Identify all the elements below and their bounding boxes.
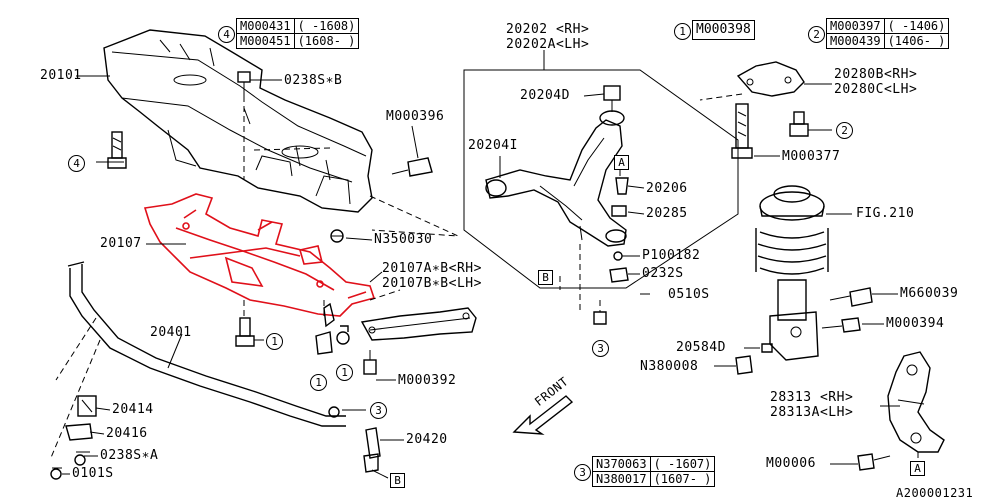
arm-bracket-drawing	[731, 61, 809, 159]
label-m660039: M660039	[900, 286, 959, 301]
label-20416: 20416	[106, 426, 148, 441]
label-28313a: 28313A<LH>	[770, 405, 854, 420]
table-cell: N380017	[592, 471, 651, 487]
table-row: M000451 (1608- )	[236, 33, 360, 49]
bolts-left	[107, 71, 433, 375]
label-20420: 20420	[406, 432, 448, 447]
table-key-2: M000397 ( -1406) M000439 (1406- )	[826, 18, 950, 49]
label-20280c: 20280C<LH>	[834, 82, 918, 97]
label-m000377: M000377	[782, 149, 841, 164]
table-row: M000439 (1406- )	[826, 33, 950, 49]
marker-4-key: 4	[218, 26, 235, 43]
table-key-3: N370063 ( -1607) N380017 (1607- )	[592, 456, 716, 487]
label-m000392: M000392	[398, 373, 457, 388]
table-row: M000398	[692, 20, 755, 40]
label-0101s: 0101S	[72, 466, 114, 481]
table-row: M000431 ( -1608)	[236, 18, 360, 34]
bracket-drawing	[360, 307, 477, 341]
table-cell: M000451	[236, 33, 295, 49]
table-cell: ( -1608)	[293, 18, 360, 34]
label-20401: 20401	[150, 325, 192, 340]
marker-1: 1	[310, 374, 327, 391]
table-cell: ( -1607)	[649, 456, 716, 472]
stabilizer-bar-drawing	[49, 261, 381, 480]
table-cell: (1608- )	[293, 33, 360, 49]
label-20107a: 20107A∗B<RH>	[382, 261, 482, 276]
label-p100182: P100182	[642, 248, 701, 263]
table-cell: M000431	[236, 18, 295, 34]
diagram-id: A200001231	[896, 486, 974, 500]
marker-b: B	[390, 473, 405, 488]
label-20202a: 20202A<LH>	[506, 37, 590, 52]
marker-2-key: 2	[808, 26, 825, 43]
marker-1-key: 1	[674, 23, 691, 40]
label-20101: 20101	[40, 68, 82, 83]
label-20280b: 20280B<RH>	[834, 67, 918, 82]
label-n380008: N380008	[640, 359, 699, 374]
marker-1: 1	[336, 364, 353, 381]
label-0238s-b: 0238S∗B	[284, 73, 343, 88]
label-28313: 28313 <RH>	[770, 390, 854, 405]
label-20414: 20414	[112, 402, 154, 417]
strut-drawing	[735, 185, 873, 375]
marker-a: A	[614, 155, 629, 170]
marker-b: B	[538, 270, 553, 285]
table-cell: N370063	[592, 456, 651, 472]
marker-a: A	[910, 461, 925, 476]
marker-3: 3	[370, 402, 387, 419]
marker-3-key: 3	[574, 464, 591, 481]
label-m000394: M000394	[886, 316, 945, 331]
leader-lines	[62, 50, 919, 479]
label-20204i: 20204I	[468, 138, 518, 153]
table-cell: M000398	[692, 20, 755, 40]
table-row: N370063 ( -1607)	[592, 456, 716, 472]
knuckle-drawing	[857, 351, 945, 471]
label-0232s: 0232S	[642, 266, 684, 281]
label-20584d: 20584D	[676, 340, 726, 355]
crossmember-drawing	[103, 29, 373, 213]
table-key-1: M000398	[692, 20, 755, 40]
table-cell: M000439	[826, 33, 885, 49]
marker-1: 1	[266, 333, 283, 350]
label-0238s-a: 0238S∗A	[100, 448, 159, 463]
label-20206: 20206	[646, 181, 688, 196]
label-20285: 20285	[646, 206, 688, 221]
table-cell: ( -1406)	[883, 18, 950, 34]
marker-3: 3	[592, 340, 609, 357]
label-20204d: 20204D	[520, 88, 570, 103]
label-20202: 20202 <RH>	[506, 22, 590, 37]
table-row: N380017 (1607- )	[592, 471, 716, 487]
label-n350030: N350030	[374, 232, 433, 247]
marker-4: 4	[68, 155, 85, 172]
front-arrow-shape	[512, 395, 574, 435]
label-20107b: 20107B∗B<LH>	[382, 276, 482, 291]
label-0510s: 0510S	[668, 287, 710, 302]
control-arm-drawing	[485, 85, 629, 325]
support-plate-drawing	[143, 193, 376, 317]
label-20107: 20107	[100, 236, 142, 251]
table-cell: (1607- )	[649, 471, 716, 487]
control-arm-group-outline	[463, 69, 739, 289]
label-m000396: M000396	[386, 109, 445, 124]
marker-2: 2	[836, 122, 853, 139]
label-m00006: M00006	[766, 456, 816, 471]
table-cell: (1406- )	[883, 33, 950, 49]
table-row: M000397 ( -1406)	[826, 18, 950, 34]
table-cell: M000397	[826, 18, 885, 34]
label-fig210: FIG.210	[856, 206, 915, 221]
table-key-4: M000431 ( -1608) M000451 (1608- )	[236, 18, 360, 49]
